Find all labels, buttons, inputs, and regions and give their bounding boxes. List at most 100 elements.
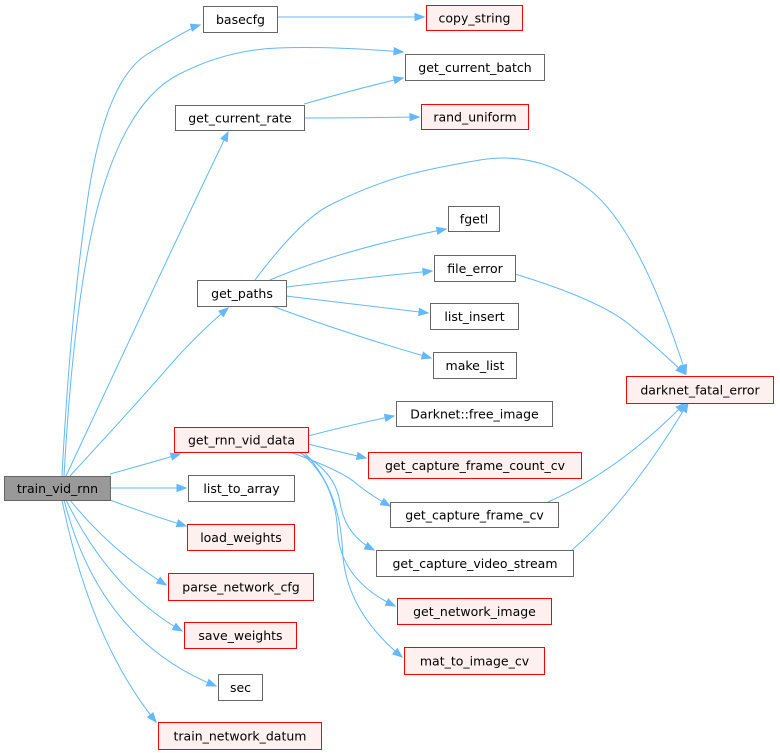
arrowhead-sec bbox=[205, 678, 218, 687]
node-box-get_network_image[interactable] bbox=[397, 598, 552, 625]
node-box-make_list[interactable] bbox=[433, 352, 517, 379]
node-label-train_network_datum: train_network_datum bbox=[174, 729, 307, 744]
arrowhead-rand_uniform bbox=[409, 112, 421, 122]
node-list_insert[interactable]: list_insert bbox=[430, 303, 519, 330]
node-rand_uniform[interactable]: rand_uniform bbox=[421, 104, 529, 130]
edge-train_vid_rnn-to-sec bbox=[63, 499, 217, 687]
arrowhead-get_paths bbox=[218, 307, 230, 318]
node-list_to_array[interactable]: list_to_array bbox=[188, 475, 295, 502]
edge-train_vid_rnn-to-get_paths bbox=[69, 307, 229, 477]
edge-get_rnn_vid_data-to-mat_to_image_cv bbox=[303, 451, 403, 658]
node-label-rand_uniform: rand_uniform bbox=[433, 110, 516, 125]
node-get_rnn_vid_data[interactable]: get_rnn_vid_data bbox=[174, 427, 309, 453]
node-get_current_rate[interactable]: get_current_rate bbox=[175, 105, 305, 131]
arrowhead-list_to_array bbox=[176, 483, 188, 493]
node-fgetl[interactable]: fgetl bbox=[448, 206, 500, 232]
edge-train_vid_rnn-to-save_weights bbox=[65, 499, 183, 632]
arrowhead-darknet_fatal_error bbox=[679, 401, 689, 414]
arrowhead-get_rnn_vid_data bbox=[169, 452, 182, 461]
node-box-basecfg[interactable] bbox=[203, 6, 278, 33]
node-label-mat_to_image_cv: mat_to_image_cv bbox=[420, 654, 530, 669]
arrowhead-darknet_fatal_error bbox=[675, 364, 686, 375]
node-box-darknet_fatal_error[interactable] bbox=[626, 376, 774, 404]
edge-train_vid_rnn-to-basecfg bbox=[61, 24, 201, 477]
arrowhead-get_capture_video_stream bbox=[363, 541, 376, 551]
node-label-free_image: Darknet::free_image bbox=[410, 407, 539, 422]
arrowhead-list_insert bbox=[418, 307, 430, 317]
arrowhead-save_weights bbox=[171, 622, 184, 632]
edge-get_paths-to-make_list bbox=[271, 305, 432, 359]
edge-train_vid_rnn-to-load_weights bbox=[109, 499, 187, 527]
node-label-sec: sec bbox=[230, 680, 251, 695]
node-box-sec[interactable] bbox=[218, 674, 263, 701]
node-file_error[interactable]: file_error bbox=[434, 255, 516, 282]
node-basecfg[interactable]: basecfg bbox=[203, 6, 278, 33]
node-box-get_rnn_vid_data[interactable] bbox=[174, 427, 309, 453]
node-box-get_capture_frame_count_cv[interactable] bbox=[368, 452, 582, 479]
node-box-load_weights[interactable] bbox=[187, 524, 295, 551]
node-box-fgetl[interactable] bbox=[448, 206, 500, 232]
node-box-get_capture_video_stream[interactable] bbox=[376, 550, 574, 577]
node-label-fgetl: fgetl bbox=[460, 212, 488, 227]
node-label-load_weights: load_weights bbox=[200, 530, 282, 545]
arrowhead-get_current_batch bbox=[393, 47, 405, 56]
node-save_weights[interactable]: save_weights bbox=[184, 622, 297, 649]
node-get_capture_video_stream[interactable]: get_capture_video_stream bbox=[376, 550, 574, 577]
node-get_capture_frame_cv[interactable]: get_capture_frame_cv bbox=[390, 502, 559, 528]
edge-get_paths-to-list_insert bbox=[285, 295, 429, 314]
node-parse_network_cfg[interactable]: parse_network_cfg bbox=[168, 573, 314, 601]
node-box-get_capture_frame_cv[interactable] bbox=[390, 502, 559, 528]
node-box-list_to_array[interactable] bbox=[188, 475, 295, 502]
node-box-get_paths[interactable] bbox=[197, 280, 287, 307]
node-box-copy_string[interactable] bbox=[426, 5, 523, 31]
edge-get_capture_video_stream-to-darknet_fatal_error bbox=[571, 402, 689, 551]
node-label-file_error: file_error bbox=[447, 261, 503, 276]
edge-get_current_rate-to-get_current_batch bbox=[303, 77, 404, 105]
node-label-save_weights: save_weights bbox=[198, 628, 282, 643]
arrowhead-get_network_image bbox=[384, 598, 397, 607]
node-darknet_fatal_error[interactable]: darknet_fatal_error bbox=[626, 376, 774, 404]
node-get_paths[interactable]: get_paths bbox=[197, 280, 287, 307]
node-box-free_image[interactable] bbox=[396, 401, 553, 427]
node-get_capture_frame_count_cv[interactable]: get_capture_frame_count_cv bbox=[368, 452, 582, 479]
edge-get_capture_frame_cv-to-darknet_fatal_error bbox=[547, 402, 686, 503]
node-train_network_datum[interactable]: train_network_datum bbox=[158, 722, 322, 750]
function-nodes: train_vid_rnn basecfg copy_string get_curre… bbox=[4, 5, 774, 750]
node-label-make_list: make_list bbox=[446, 358, 505, 373]
node-box-get_current_rate[interactable] bbox=[175, 105, 305, 131]
node-label-train_vid_rnn: train_vid_rnn bbox=[17, 481, 98, 496]
node-box-list_insert[interactable] bbox=[430, 303, 519, 330]
node-label-copy_string: copy_string bbox=[439, 11, 511, 26]
node-get_network_image[interactable]: get_network_image bbox=[397, 598, 552, 625]
node-label-get_paths: get_paths bbox=[211, 286, 273, 301]
node-box-parse_network_cfg[interactable] bbox=[168, 573, 314, 601]
edge-get_paths-to-darknet_fatal_error bbox=[254, 157, 687, 375]
node-box-save_weights[interactable] bbox=[184, 622, 297, 649]
node-box-get_current_batch[interactable] bbox=[405, 54, 545, 81]
node-train_vid_rnn[interactable]: train_vid_rnn bbox=[4, 476, 111, 501]
node-copy_string[interactable]: copy_string bbox=[426, 5, 523, 31]
node-mat_to_image_cv[interactable]: mat_to_image_cv bbox=[404, 647, 545, 675]
arrowhead-fgetl bbox=[435, 226, 448, 235]
node-box-mat_to_image_cv[interactable] bbox=[404, 647, 545, 675]
node-label-darknet_fatal_error: darknet_fatal_error bbox=[640, 383, 760, 398]
node-box-rand_uniform[interactable] bbox=[421, 104, 529, 130]
node-box-file_error[interactable] bbox=[434, 255, 516, 282]
node-label-get_network_image: get_network_image bbox=[413, 604, 536, 619]
node-sec[interactable]: sec bbox=[218, 674, 263, 701]
node-box-train_network_datum[interactable] bbox=[158, 722, 322, 750]
arrowhead-train_network_datum bbox=[146, 711, 157, 724]
edge-get_paths-to-file_error bbox=[285, 270, 433, 288]
edge-get_rnn_vid_data-to-free_image bbox=[307, 415, 395, 437]
edge-train_vid_rnn-to-train_network_datum bbox=[61, 499, 157, 723]
arrowhead-get_capture_frame_cv bbox=[379, 497, 392, 507]
node-get_current_batch[interactable]: get_current_batch bbox=[405, 54, 545, 81]
node-load_weights[interactable]: load_weights bbox=[187, 524, 295, 551]
node-box-train_vid_rnn[interactable] bbox=[4, 476, 111, 501]
node-free_image[interactable]: Darknet::free_image bbox=[396, 401, 553, 427]
node-label-get_capture_frame_cv: get_capture_frame_cv bbox=[405, 508, 544, 523]
node-label-basecfg: basecfg bbox=[216, 12, 265, 27]
arrowhead-get_capture_frame_count_cv bbox=[355, 451, 368, 460]
node-make_list[interactable]: make_list bbox=[433, 352, 517, 379]
